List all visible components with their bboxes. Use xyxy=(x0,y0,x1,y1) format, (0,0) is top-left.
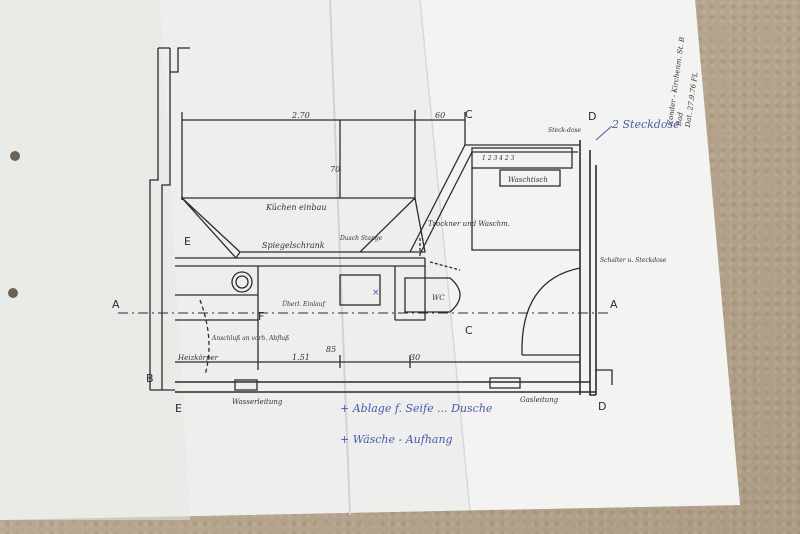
section-mark-d: D xyxy=(598,400,606,413)
label-heater: Heizkörper xyxy=(177,354,219,362)
label-cabinet-numbers: 1 2 3 4 2 3 xyxy=(482,155,515,162)
section-mark-a: A xyxy=(112,298,120,311)
label-inlet: Überl. Einlauf xyxy=(282,301,327,308)
dimension-top-small: 60 xyxy=(435,111,445,120)
section-mark-c: C xyxy=(465,108,473,121)
note-laundry: + Wäsche - Aufhang xyxy=(340,433,453,446)
plan-linework xyxy=(118,47,613,396)
label-mirror-cabinet: Spiegelschrank xyxy=(262,241,325,250)
label-dryer-washer: Trockner und Waschm. xyxy=(428,220,510,228)
label-overflow: Anschluß an vorh. Abfluß xyxy=(211,335,289,342)
label-outlet: Steck-dose xyxy=(548,127,582,134)
dimension-bottom-mid: 85 xyxy=(326,345,336,354)
label-kitchen-recess: Küchen einbau xyxy=(265,203,327,212)
note-outlet: 2 Steckdose xyxy=(611,118,680,131)
section-mark-f: F xyxy=(258,310,264,323)
title-line-2: Bad xyxy=(675,111,685,127)
punch-hole xyxy=(8,288,18,298)
label-shower-rail: Dusch Stange xyxy=(339,235,383,242)
note-soap-shelf: + Ablage f. Seife ... Dusche xyxy=(340,402,493,415)
dimension-bottom-left: 1.51 xyxy=(292,353,310,362)
label-wc: WC xyxy=(432,294,445,302)
label-washbasin: Waschtisch xyxy=(508,176,548,184)
label-water-pipe: Wasserleitung xyxy=(232,398,283,406)
section-mark-e: E xyxy=(184,235,191,248)
dimension-bottom-right: 30 xyxy=(410,353,420,362)
section-mark-e: E xyxy=(175,402,182,415)
section-mark-d: D xyxy=(588,110,596,123)
section-mark-a: A xyxy=(610,298,618,311)
dimension-depth: 70 xyxy=(330,165,340,174)
svg-text:×: × xyxy=(372,288,380,298)
label-switch-outlet: Schalter u. Steckdose xyxy=(600,257,667,264)
label-gas-pipe: Gasleitung xyxy=(520,396,559,404)
section-mark-b: B xyxy=(146,372,154,385)
punch-hole xyxy=(10,151,20,161)
dimension-top-width: 2.70 xyxy=(291,111,310,120)
section-mark-c: C xyxy=(465,324,473,337)
